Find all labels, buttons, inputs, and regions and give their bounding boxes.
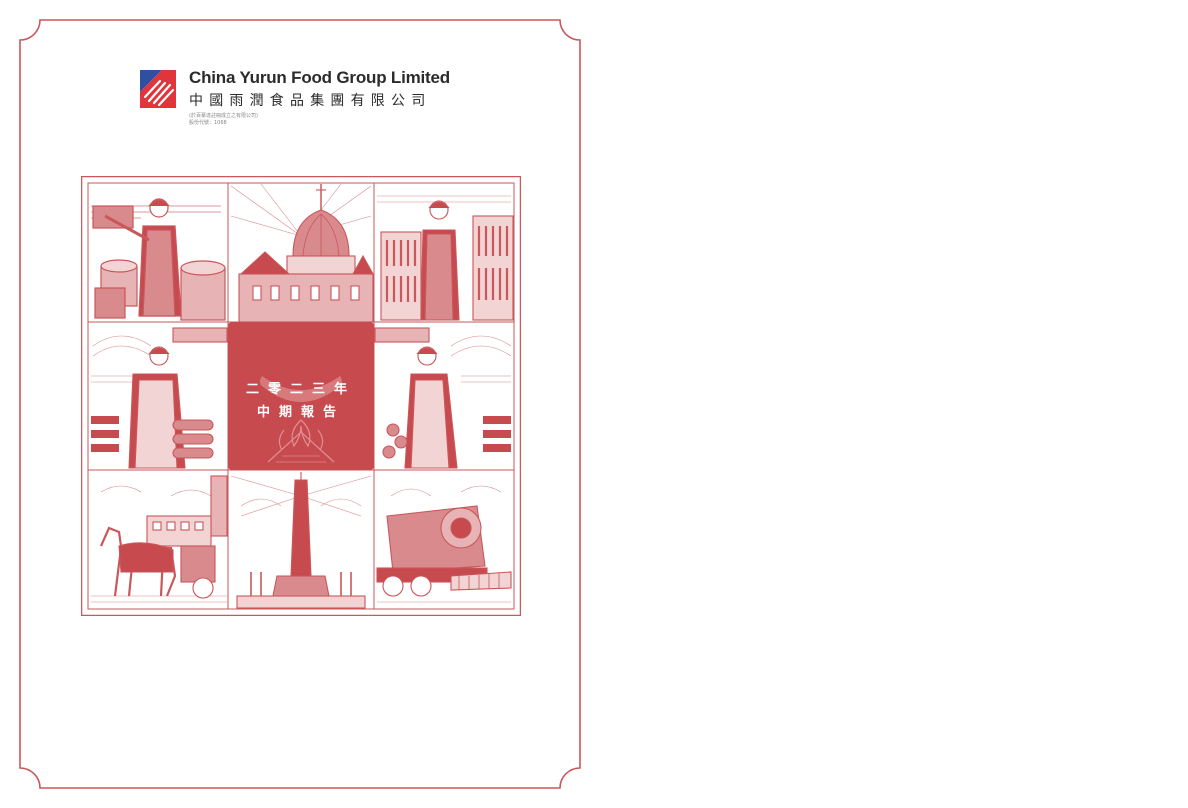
horse-carriage-icon [91,475,228,603]
sausage-stuffing-worker-right-icon [374,327,512,469]
sausage-icon [260,376,342,463]
report-title-box: 二零二三年 中期報告 [228,322,374,470]
steam-locomotive-icon [376,485,512,603]
sausage-stuffing-worker-left-icon [91,327,228,469]
stock-code: 股份代號：1068 [189,120,227,126]
company-logo-icon [140,70,176,108]
company-name-chinese: 中國雨潤食品集團有限公司 [189,93,432,109]
monument-tower-icon [230,472,372,609]
cover-frame [19,19,581,789]
orthodox-church-dome-icon [230,183,374,323]
report-title-year: 二零二三年 [245,382,356,397]
report-title-type: 中期報告 [256,405,345,420]
incorporation-note: (於百慕達註冊成立之有限公司) [189,113,258,119]
company-name-english: China Yurun Food Group Limited [189,68,450,87]
sausage-making-worker-icon [91,198,226,321]
sausage-rack-worker-icon [377,195,514,321]
